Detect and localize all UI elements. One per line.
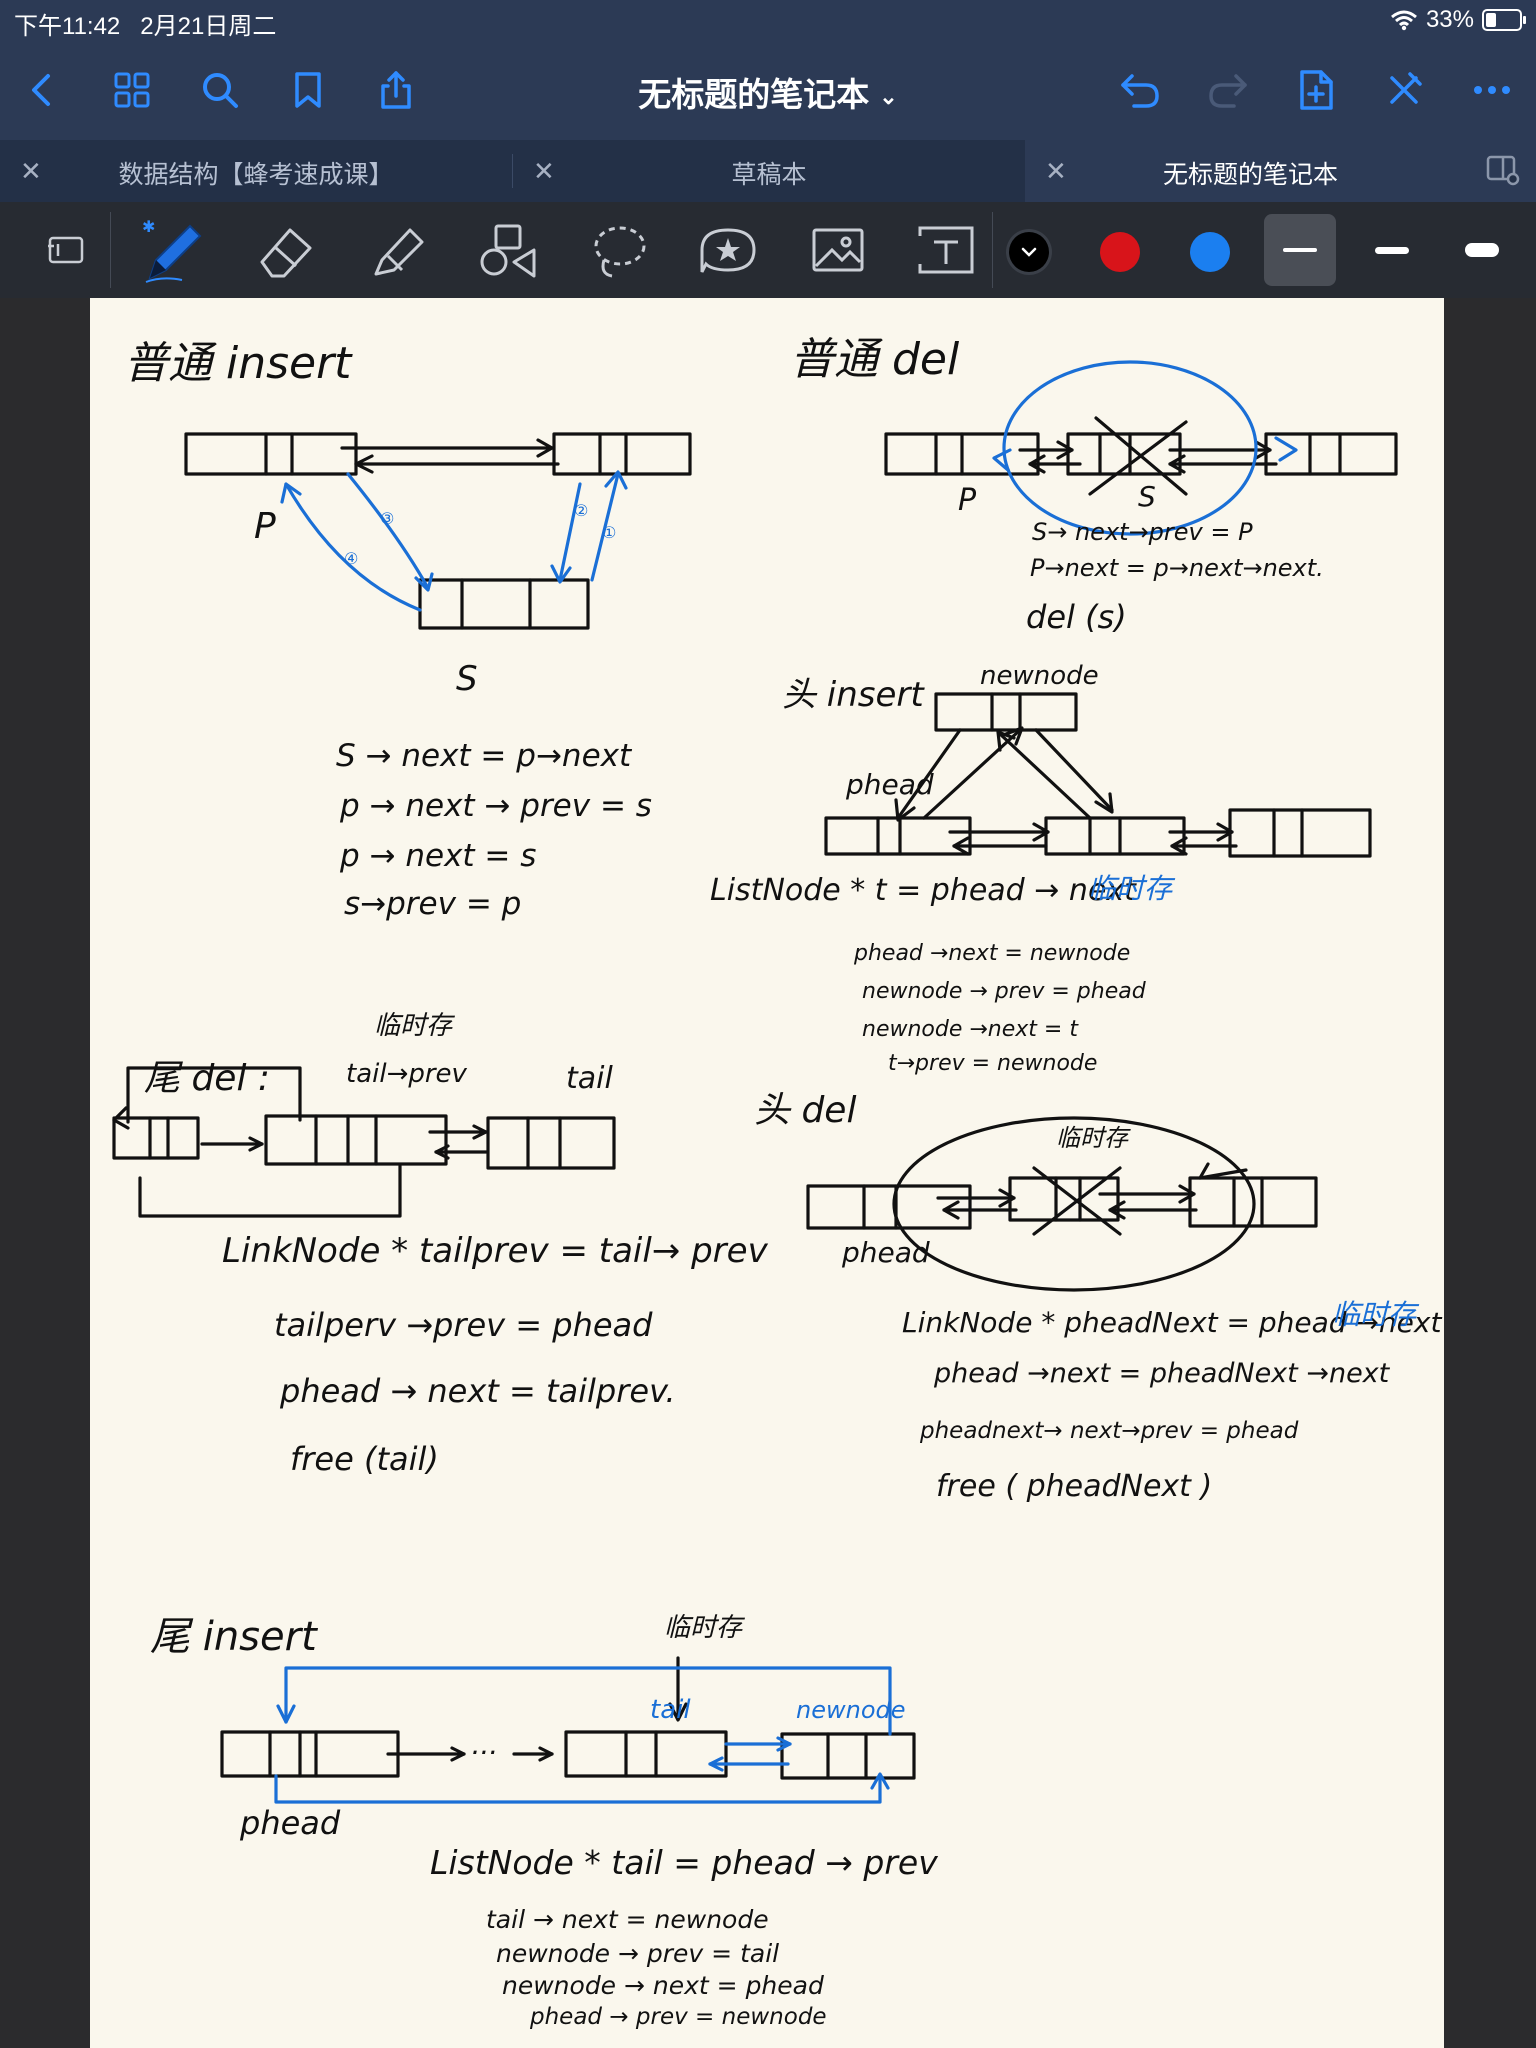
tab-notebook-3[interactable]: ✕ 无标题的笔记本 [1025, 140, 1536, 202]
s5-code-line: phead →next = pheadNext →next [933, 1358, 1391, 1389]
pen-icon[interactable]: ✱ [140, 216, 208, 284]
tab-label: 无标题的笔记本 [1025, 155, 1476, 191]
drawing-toolbar: ✱ [0, 202, 1536, 298]
s6-code-line: phead → prev = newnode [529, 2004, 827, 2030]
s3-code-line: newnode → prev = phead [862, 979, 1147, 1004]
s6-label-phead: phead [239, 1804, 341, 1842]
s3-code-line: newnode →next = t [862, 1017, 1079, 1042]
s4-temp-note: 临时存 [374, 1011, 456, 1041]
s6-ellipsis: ··· [470, 1736, 497, 1769]
tab-notebook-1[interactable]: ✕ 数据结构【蜂考速成课】 [0, 140, 512, 202]
s3-code-main: ListNode * t = phead → next [710, 873, 1137, 908]
s1-label-p: P [254, 506, 276, 547]
s5-temp-note: 临时存 [1332, 1298, 1420, 1331]
s6-title: 尾 insert [150, 1614, 318, 1660]
undo-icon[interactable] [1112, 62, 1168, 118]
add-page-icon[interactable] [1288, 62, 1344, 118]
wifi-icon [1390, 9, 1418, 31]
tab-label: 数据结构【蜂考速成课】 [0, 155, 512, 191]
workspace: 普通 insert P S S → next = p→next p → next… [0, 298, 1536, 2048]
s4-label-tail: tail [566, 1061, 613, 1096]
step-number-4: ④ [344, 549, 358, 568]
s5-temp-box-label: 临时存 [1056, 1124, 1131, 1152]
s3-label-phead: phead [845, 768, 934, 801]
insert-arrows [282, 472, 626, 610]
text-icon[interactable] [912, 216, 980, 284]
s6-code-main: ListNode * tail = phead → prev [430, 1843, 938, 1882]
s4-title: 尾 del : [144, 1058, 270, 1099]
s5-label-phead: phead [841, 1236, 930, 1269]
nav-bar: 无标题的笔记本⌄ [0, 40, 1536, 140]
s4-code-line: phead → next = tailprev. [279, 1372, 676, 1410]
s2-title: 普通 del [790, 334, 960, 385]
more-icon[interactable] [1464, 62, 1520, 118]
s4-code-line: tailperv →prev = phead [274, 1306, 653, 1344]
tab-notebook-2[interactable]: ✕ 草稿本 [513, 140, 1025, 202]
stroke-width-thick[interactable] [1446, 214, 1518, 286]
s3-title: 头 insert [782, 675, 925, 715]
toolbar-divider [992, 212, 993, 288]
s3-temp-note: 临时存 [1088, 872, 1176, 905]
split-view-icon[interactable] [1486, 154, 1520, 193]
s1-code-line: p → next → prev = s [339, 788, 652, 824]
handwriting-canvas[interactable]: 普通 insert P S S → next = p→next p → next… [90, 298, 1444, 2048]
s1-code-line: S → next = p→next [336, 738, 633, 774]
highlighter-icon[interactable] [364, 216, 432, 284]
stroke-width-medium[interactable] [1356, 214, 1428, 286]
s2-code-line: S→ next→prev = P [1032, 518, 1253, 546]
step-number-1: ① [602, 523, 616, 542]
step-number-2: ② [574, 501, 588, 520]
s3-code-line: t→prev = newnode [888, 1051, 1097, 1076]
battery-icon [1482, 9, 1522, 31]
image-icon[interactable] [804, 216, 872, 284]
s6-code-line: newnode → next = phead [502, 1971, 824, 2000]
s5-code-line: pheadnext→ next→prev = phead [919, 1418, 1299, 1444]
s2-label-p: P [958, 483, 977, 518]
status-time: 下午11:42 2月21日周二 [14, 6, 276, 41]
shapes-icon[interactable] [476, 216, 544, 284]
color-red-swatch[interactable] [1100, 232, 1140, 272]
s6-label-newnode: newnode [796, 1696, 906, 1724]
s1-title: 普通 insert [124, 338, 353, 389]
color-black-swatch[interactable] [1009, 232, 1049, 272]
tab-label: 草稿本 [513, 155, 1025, 191]
battery-percent: 33% [1426, 6, 1474, 34]
s6-temp-note: 临时存 [664, 1613, 746, 1643]
redo-icon[interactable] [1200, 62, 1256, 118]
s6-code-line: tail → next = newnode [486, 1905, 769, 1934]
sticker-icon[interactable] [694, 216, 762, 284]
s1-code-line: p → next = s [339, 838, 536, 874]
step-number-3: ③ [380, 509, 394, 528]
close-pen-icon[interactable] [1376, 62, 1432, 118]
tab-bar: ✕ 数据结构【蜂考速成课】 ✕ 草稿本 ✕ 无标题的笔记本 [0, 140, 1536, 202]
s4-code-line: free (tail) [290, 1440, 439, 1478]
status-right: 33% [1390, 6, 1522, 34]
shape-convert-icon[interactable] [32, 216, 100, 284]
s2-code-line: del (s) [1026, 598, 1127, 636]
s6-code-line: newnode → prev = tail [496, 1939, 779, 1968]
color-blue-swatch[interactable] [1190, 232, 1230, 272]
s1-label-s: S [456, 659, 478, 699]
status-bar: 下午11:42 2月21日周二 33% [0, 0, 1536, 40]
s5-code-line: free ( pheadNext ) [936, 1469, 1212, 1504]
s5-title: 头 del [754, 1090, 856, 1131]
s2-label-s: S [1138, 480, 1156, 513]
stroke-width-thin[interactable] [1264, 214, 1336, 286]
toolbar-divider [110, 212, 111, 288]
eraser-icon[interactable] [252, 216, 320, 284]
s3-code-line: phead →next = newnode [853, 941, 1130, 966]
s2-code-line: P→next = p→next→next. [1030, 554, 1324, 582]
note-page[interactable]: 普通 insert P S S → next = p→next p → next… [90, 298, 1444, 2048]
lasso-icon[interactable] [586, 216, 654, 284]
s6-label-tail: tail [650, 1695, 691, 1725]
chevron-down-icon[interactable]: ⌄ [879, 84, 897, 109]
svg-text:✱: ✱ [142, 217, 155, 236]
s1-code-line: s→prev = p [344, 886, 521, 922]
s4-code-main: LinkNode * tailprev = tail→ prev [222, 1231, 769, 1271]
s4-label-tailprev: tail→prev [346, 1059, 468, 1089]
s3-label-newnode: newnode [980, 661, 1099, 691]
